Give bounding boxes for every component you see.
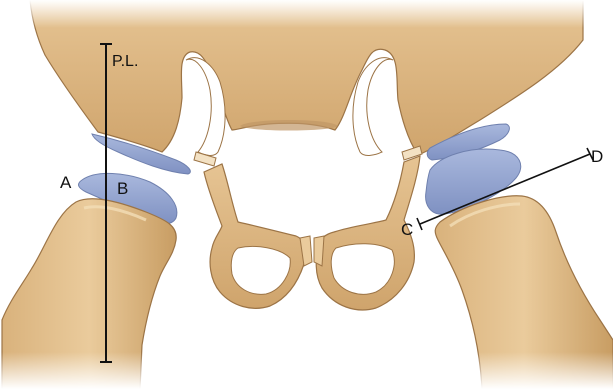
occipital-bone xyxy=(0,0,613,155)
label-a: A xyxy=(60,173,72,192)
label-d: D xyxy=(591,147,603,166)
label-c: C xyxy=(401,220,413,239)
left-lower-bone xyxy=(0,199,180,389)
right-lower-bone xyxy=(435,196,613,389)
label-b: B xyxy=(117,179,128,198)
left-atlas-piece xyxy=(204,164,312,308)
label-pl: P.L. xyxy=(112,53,138,70)
